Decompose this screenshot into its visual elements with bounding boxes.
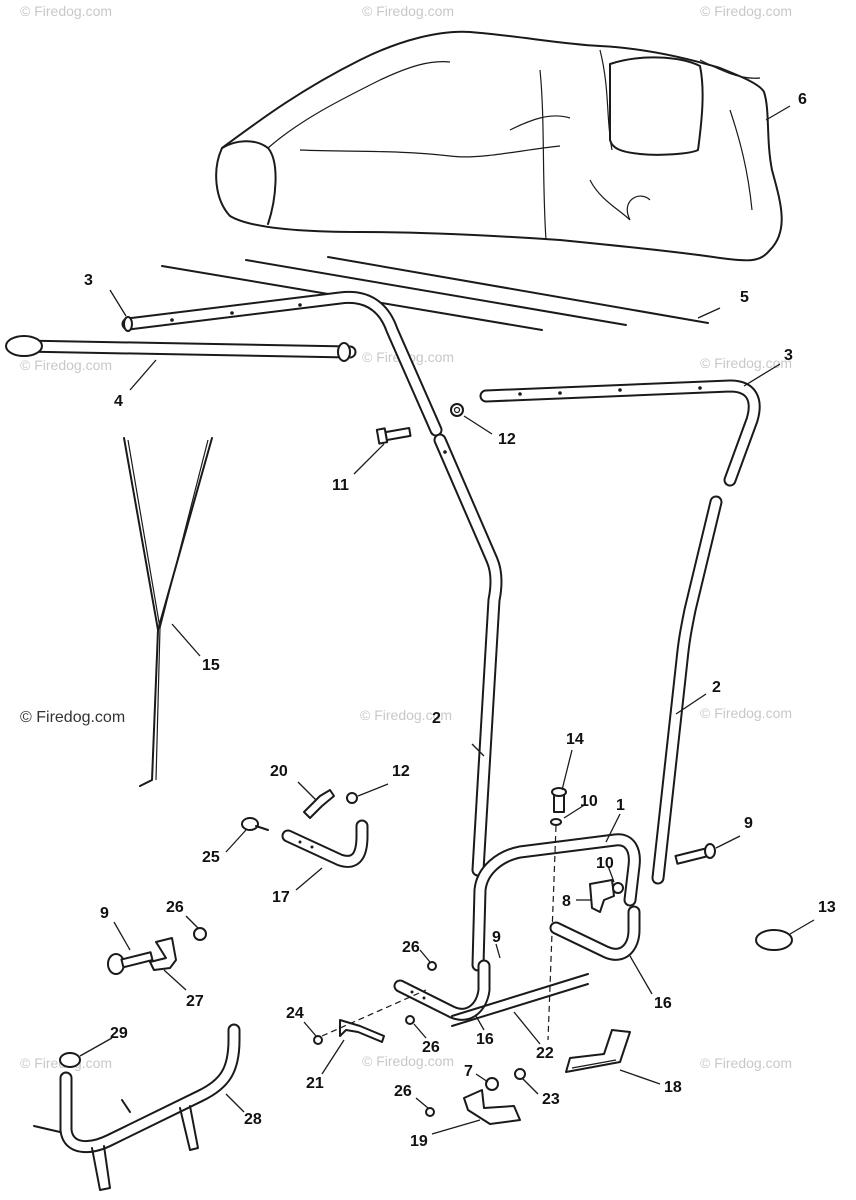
part-18-step	[565, 1029, 631, 1073]
callout-2-right: 2	[712, 679, 721, 696]
part-12-nut-upper	[450, 403, 464, 417]
part-5-support-rods	[161, 253, 709, 331]
callout-21: 21	[306, 1075, 324, 1092]
part-26-nut-center	[405, 961, 437, 1025]
part-6-canvas-top	[215, 30, 783, 262]
part-17-tube	[281, 819, 369, 868]
part-26-nut-left	[193, 927, 207, 941]
callout-10-upper: 10	[580, 793, 598, 810]
callout-14: 14	[566, 731, 584, 748]
callout-13: 13	[818, 899, 836, 916]
part-7-spacer	[485, 1077, 499, 1091]
callout-6: 6	[798, 91, 807, 108]
part-4-front-tube	[5, 335, 357, 362]
callout-29: 29	[110, 1025, 128, 1042]
callout-20: 20	[270, 763, 288, 780]
part-8-knob	[589, 879, 615, 913]
callout-11: 11	[332, 477, 349, 494]
part-13-cap	[755, 929, 793, 951]
part-10-washer	[550, 818, 624, 894]
part-14-bolt	[551, 787, 567, 813]
part-27-bracket	[149, 937, 177, 971]
callout-26-bottom: 26	[394, 1083, 412, 1100]
part-1-main-frame	[471, 833, 641, 972]
callout-2-left: 2	[432, 710, 441, 727]
callout-26-center: 26	[402, 939, 420, 956]
callout-25: 25	[202, 849, 220, 866]
part-19-bracket	[463, 1089, 521, 1125]
part-20-bracket	[303, 789, 335, 819]
watermark: © Firedog.com	[362, 3, 454, 19]
part-28-base-frame	[33, 1023, 241, 1191]
callout-labels: 3 4 5 6 3 12 11 15 2 2 14 10 1 10 8 9 13…	[84, 91, 836, 1150]
callout-22: 22	[536, 1045, 554, 1062]
callout-26-lower: 26	[422, 1039, 440, 1056]
callout-9-right: 9	[744, 815, 753, 832]
part-9-bolt-right	[674, 843, 716, 865]
watermark-main: © Firedog.com	[20, 709, 125, 726]
part-12-nut-lower	[346, 792, 358, 804]
callout-8: 8	[562, 893, 571, 910]
watermark: © Firedog.com	[700, 1055, 792, 1071]
callout-10-lower: 10	[596, 855, 614, 872]
callout-23: 23	[542, 1091, 560, 1108]
part-15-strap	[123, 437, 213, 787]
callout-12-upper: 12	[498, 431, 516, 448]
callout-17: 17	[272, 889, 290, 906]
part-23-screw	[514, 1068, 526, 1080]
callout-5: 5	[740, 289, 749, 306]
watermark: © Firedog.com	[20, 3, 112, 19]
assembly-line	[547, 825, 557, 1041]
part-3-left-bow	[121, 290, 443, 437]
callout-18: 18	[664, 1079, 682, 1096]
part-24-screw	[313, 1035, 323, 1045]
watermark: © Firedog.com	[700, 3, 792, 19]
callout-3-right: 3	[784, 347, 793, 364]
assembly-line	[321, 989, 427, 1037]
callout-16-left: 16	[476, 1031, 494, 1048]
watermark: © Firedog.com	[360, 707, 452, 723]
part-29-cap	[59, 1052, 81, 1068]
callout-19: 19	[410, 1133, 428, 1150]
part-2-left-upright	[433, 433, 503, 877]
callout-1: 1	[616, 797, 625, 814]
part-25-knob	[241, 817, 269, 831]
callout-12-lower: 12	[392, 763, 410, 780]
part-26-nut-bottom	[425, 1107, 435, 1117]
part-16-tube-right	[549, 905, 641, 961]
callout-26-left: 26	[166, 899, 184, 916]
watermark: © Firedog.com	[700, 355, 792, 371]
callout-24: 24	[286, 1005, 304, 1022]
part-9-bolt-left	[107, 951, 154, 975]
callout-27: 27	[186, 993, 204, 1010]
part-16-tube-left	[393, 959, 589, 1027]
part-2-right-upright	[651, 495, 723, 885]
leader-lines	[79, 105, 815, 1135]
watermark-group: © Firedog.com © Firedog.com © Firedog.co…	[20, 3, 792, 1071]
callout-9-center: 9	[492, 929, 501, 946]
watermark: © Firedog.com	[700, 705, 792, 721]
callout-4: 4	[114, 393, 123, 410]
part-21-bracket	[339, 1019, 385, 1043]
callout-3-left: 3	[84, 272, 93, 289]
callout-16-right: 16	[654, 995, 672, 1012]
part-11-bolt	[375, 426, 412, 445]
part-3-right-bow	[479, 379, 761, 487]
callout-7: 7	[464, 1063, 473, 1080]
watermark: © Firedog.com	[362, 1053, 454, 1069]
watermark: © Firedog.com	[20, 357, 112, 373]
callout-15: 15	[202, 657, 220, 674]
callout-28: 28	[244, 1111, 262, 1128]
callout-9-left: 9	[100, 905, 109, 922]
